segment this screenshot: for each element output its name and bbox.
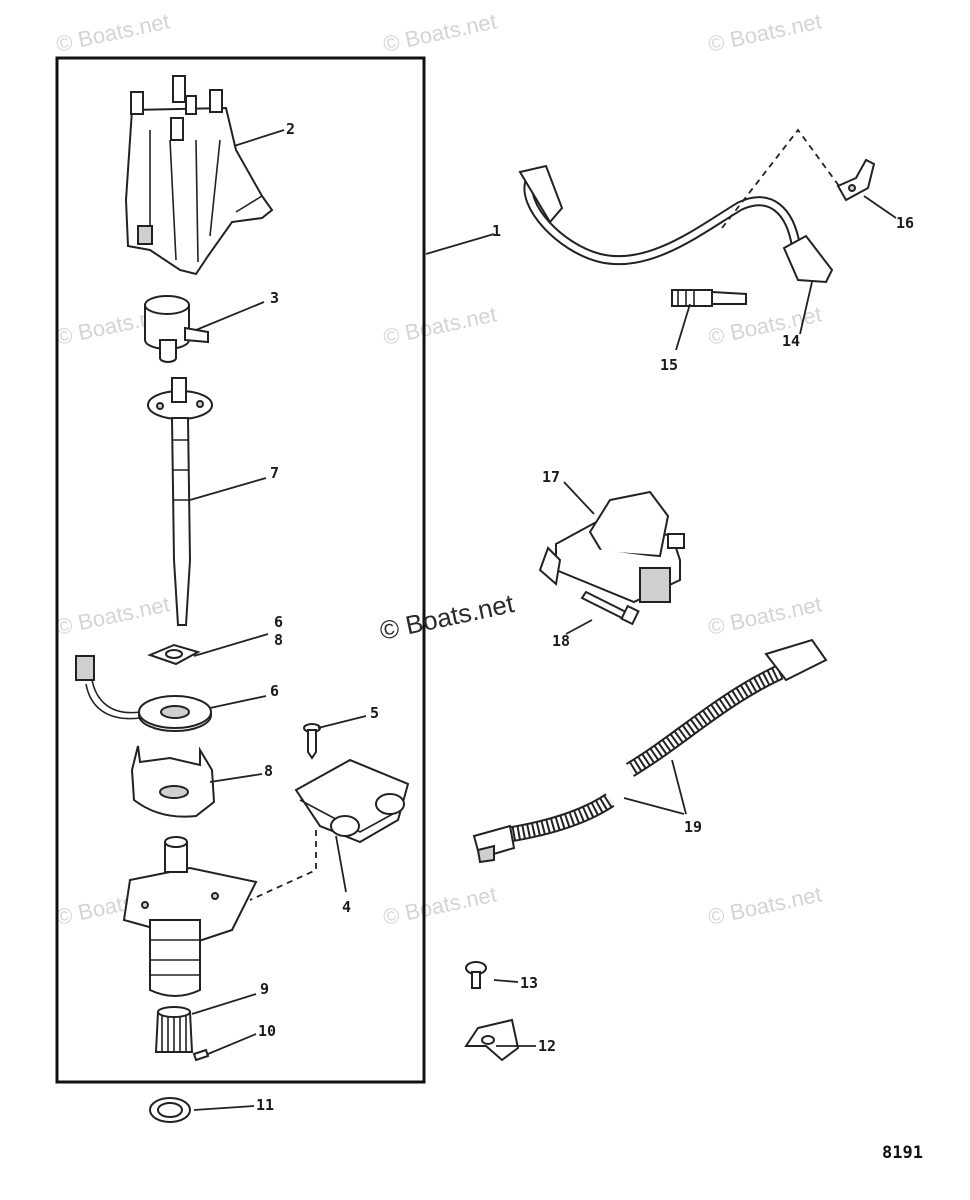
watermark: © Boats.net [381,881,499,929]
watermark: © Boats.net [54,8,172,56]
callout-8-lower: 8 [264,762,273,780]
watermark-center: © Boats.net [377,588,517,646]
callout-7: 7 [270,464,279,482]
pickup-coil-part [75,655,212,732]
callout-13: 13 [520,974,538,992]
callout-2: 2 [286,120,295,138]
callout-3: 3 [270,289,279,307]
ignition-coil-part [538,490,685,604]
callout-15: 15 [660,356,678,374]
callout-14: 14 [782,332,800,350]
rotor-part [144,295,209,363]
screw-part [303,723,321,760]
watermark: © Boats.net [381,301,499,349]
distributor-cap-part [124,75,274,276]
spark-plug-part [671,289,747,307]
retainer-clip-part [836,158,876,202]
callout-11: 11 [256,1096,274,1114]
callout-1: 1 [492,222,501,240]
callout-9: 9 [260,980,269,998]
coil-bolt-part [580,590,640,626]
watermark: © Boats.net [381,8,499,56]
callout-17: 17 [542,468,560,486]
gasket-part [147,643,201,666]
callout-6-lower: 6 [270,682,279,700]
callout-10: 10 [258,1022,276,1040]
watermark: © Boats.net [706,591,824,639]
callout-19: 19 [684,818,702,836]
distributor-housing-part [122,836,258,997]
distributor-assembly-frame [55,56,426,1084]
roll-pin-part [192,1048,210,1062]
drive-gear-part [154,1006,194,1053]
callout-5: 5 [370,704,379,722]
figure-number: 8191 [882,1143,923,1163]
wiring-harness-part [472,638,828,864]
callout-8-upper: 8 [274,631,283,649]
callout-18: 18 [552,632,570,650]
callout-6-upper: 6 [274,613,283,631]
pole-piece-part [130,745,216,818]
small-screw-part [465,961,487,989]
leader-lines [189,129,897,1111]
ignition-lead-part [518,128,843,284]
callout-16: 16 [896,214,914,232]
bracket-part [464,1018,520,1062]
ignition-module-part [249,758,410,901]
callout-12: 12 [538,1037,556,1055]
watermark: © Boats.net [54,591,172,639]
shaft-part [147,377,213,626]
callout-4: 4 [342,898,351,916]
washer-part [149,1097,191,1123]
watermark: © Boats.net [706,881,824,929]
watermark: © Boats.net [706,8,824,56]
